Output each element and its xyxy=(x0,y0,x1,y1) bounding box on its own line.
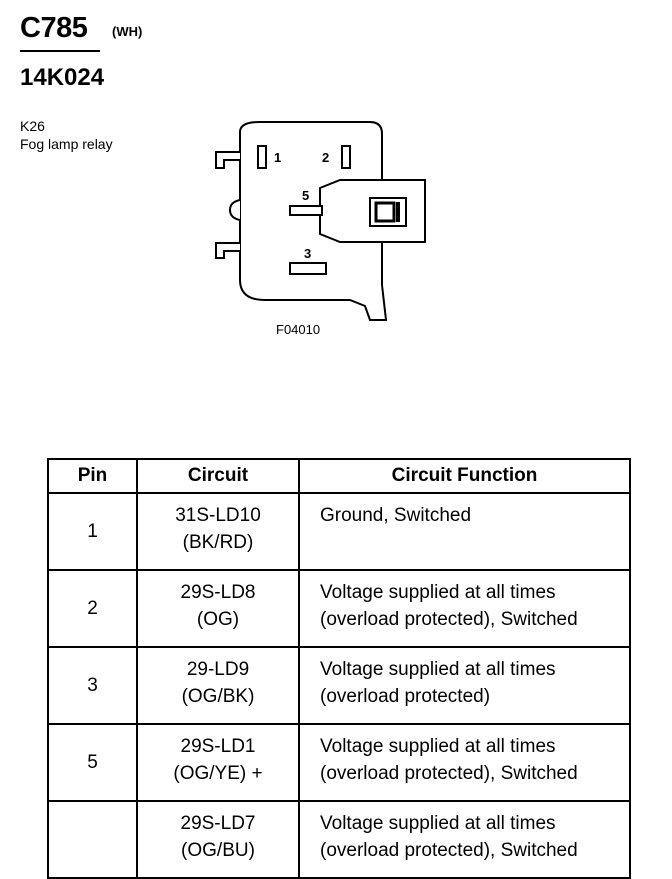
function-line: Voltage supplied at all times xyxy=(320,736,556,757)
pin-cell: 2 xyxy=(47,569,138,648)
circuit-color: (OG/BK) xyxy=(181,686,255,707)
function-cell: Voltage supplied at all times (overload … xyxy=(298,800,631,879)
function-cell: Voltage supplied at all times (overload … xyxy=(298,569,631,648)
pin-cell xyxy=(47,800,138,879)
circuit-color: (BK/RD) xyxy=(182,532,254,553)
lock-window-inner xyxy=(374,201,396,223)
circuit-color: (OG/BU) xyxy=(181,840,255,861)
circuit-id: 29S-LD8 xyxy=(180,582,256,603)
circuit-id: 31S-LD10 xyxy=(175,505,261,526)
function-line: (overload protected), Switched xyxy=(320,609,578,630)
pin-cell: 3 xyxy=(47,646,138,725)
terminal-slot-5 xyxy=(289,205,323,216)
header-pin: Pin xyxy=(47,458,138,494)
pin-label-1: 1 xyxy=(274,150,281,165)
circuit-color: (OG/YE) + xyxy=(173,763,263,784)
circuit-cell: 29S-LD1 (OG/YE) + xyxy=(136,723,300,802)
latch-tab-top xyxy=(215,151,240,169)
function-line: Ground, Switched xyxy=(320,505,472,526)
connector-body xyxy=(239,121,388,321)
connector-color: (WH) xyxy=(112,24,143,39)
table-header-row: Pin Circuit Circuit Function xyxy=(47,458,631,494)
function-line: (overload protected), Switched xyxy=(320,840,578,861)
function-line: Voltage supplied at all times xyxy=(320,813,556,834)
terminal-slot-1 xyxy=(257,145,267,169)
lock-window-bar xyxy=(396,202,400,222)
function-cell: Voltage supplied at all times (overload … xyxy=(298,723,631,802)
function-line: (overload protected) xyxy=(320,686,491,707)
component-name: Fog lamp relay xyxy=(20,136,113,152)
function-cell: Ground, Switched xyxy=(298,492,631,571)
header-circuit: Circuit xyxy=(136,458,300,494)
function-line: (overload protected), Switched xyxy=(320,763,578,784)
circuit-cell: 29S-LD8 (OG) xyxy=(136,569,300,648)
component-id: K26 xyxy=(20,118,45,134)
circuit-cell: 29S-LD7 (OG/BU) xyxy=(136,800,300,879)
pin-label-5: 5 xyxy=(302,188,309,203)
header-circuit-function: Circuit Function xyxy=(298,458,631,494)
title-rule xyxy=(20,50,100,52)
connector-id: C785 xyxy=(20,12,88,44)
table-row: 3 29-LD9 (OG/BK) Voltage supplied at all… xyxy=(47,646,631,725)
table-row: 2 29S-LD8 (OG) Voltage supplied at all t… xyxy=(47,569,631,648)
latch-tab-bottom xyxy=(215,242,240,259)
function-line: Voltage supplied at all times xyxy=(320,582,556,603)
circuit-color: (OG) xyxy=(196,609,240,630)
terminal-slot-3 xyxy=(289,262,327,275)
table-row: 29S-LD7 (OG/BU) Voltage supplied at all … xyxy=(47,800,631,879)
part-number: 14K024 xyxy=(20,64,105,91)
terminal-slot-2 xyxy=(341,145,351,169)
circuit-id: 29S-LD1 xyxy=(180,736,256,757)
side-bump xyxy=(228,199,241,221)
pin-cell: 1 xyxy=(47,492,138,571)
pin-table: Pin Circuit Circuit Function 1 31S-LD10 … xyxy=(47,458,631,879)
circuit-cell: 31S-LD10 (BK/RD) xyxy=(136,492,300,571)
circuit-id: 29-LD9 xyxy=(186,659,250,680)
connector-diagram: 1 2 5 3 xyxy=(215,121,426,321)
figure-code: F04010 xyxy=(276,322,321,337)
pin-cell: 5 xyxy=(47,723,138,802)
pin-label-3: 3 xyxy=(304,246,311,261)
pin-label-2: 2 xyxy=(322,150,329,165)
table-row: 1 31S-LD10 (BK/RD) Ground, Switched xyxy=(47,492,631,571)
function-cell: Voltage supplied at all times (overload … xyxy=(298,646,631,725)
function-line: Voltage supplied at all times xyxy=(320,659,556,680)
table-row: 5 29S-LD1 (OG/YE) + Voltage supplied at … xyxy=(47,723,631,802)
circuit-cell: 29-LD9 (OG/BK) xyxy=(136,646,300,725)
circuit-id: 29S-LD7 xyxy=(180,813,256,834)
